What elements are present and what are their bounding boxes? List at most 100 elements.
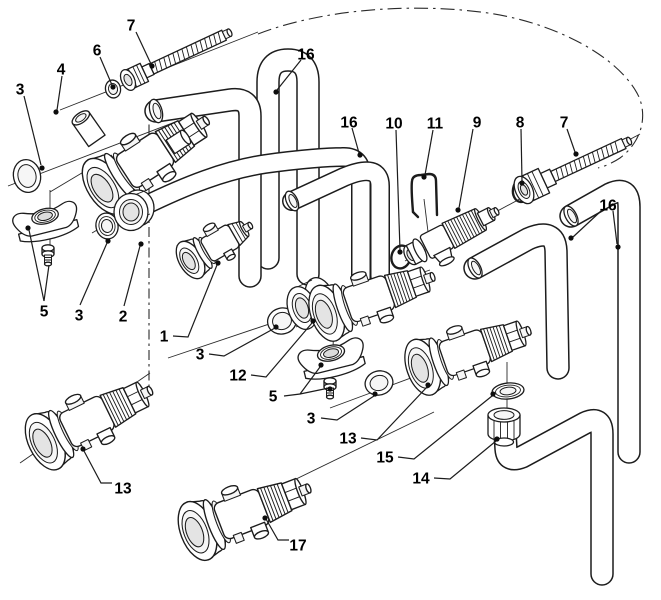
leader-dot xyxy=(53,109,59,115)
washer-15 xyxy=(491,382,525,400)
callout-3: 3 xyxy=(196,324,279,364)
leader-dot xyxy=(494,436,500,442)
callout-4: 4 xyxy=(53,62,66,115)
callout-7: 7 xyxy=(560,115,579,157)
part-number-label: 13 xyxy=(339,431,357,448)
callout-13: 13 xyxy=(80,446,132,498)
part-number-label: 12 xyxy=(229,368,246,385)
leader-dot xyxy=(273,324,279,330)
valve-1 xyxy=(175,220,254,280)
leader-line xyxy=(395,129,401,251)
part-number-label: 16 xyxy=(340,115,358,132)
part-number-label: 13 xyxy=(114,481,132,498)
callout-2: 2 xyxy=(119,241,144,326)
leader-line xyxy=(424,129,434,176)
callout-3: 3 xyxy=(75,238,111,325)
callout-12: 12 xyxy=(229,318,316,385)
leader-line xyxy=(123,245,141,307)
leader-line xyxy=(83,450,112,484)
part-number-label: 15 xyxy=(376,450,394,467)
part-number-label: 6 xyxy=(93,43,102,60)
leader-dot xyxy=(310,318,316,324)
part-number-label: 5 xyxy=(40,304,49,321)
leader-dot xyxy=(262,515,268,521)
spring-clip-11 xyxy=(410,172,439,219)
callout-3: 3 xyxy=(16,82,45,171)
callout-17: 17 xyxy=(262,515,307,555)
part-number-label: 9 xyxy=(473,115,482,132)
leader-dot xyxy=(138,241,144,247)
part-number-label: 17 xyxy=(289,538,306,555)
part-number-label: 5 xyxy=(269,389,278,406)
leader-line xyxy=(56,75,63,111)
part-number-label: 4 xyxy=(57,62,66,79)
leader-line xyxy=(43,264,50,302)
part-number-label: 2 xyxy=(119,309,128,326)
body-outline-ellipse xyxy=(257,7,644,169)
leader-line xyxy=(397,395,493,460)
leader-line xyxy=(99,56,113,86)
leader-dot xyxy=(327,386,333,392)
leader-line xyxy=(250,322,313,378)
leader-line xyxy=(265,518,289,541)
part-number-label: 11 xyxy=(427,116,444,133)
part-number-label: 3 xyxy=(307,411,316,428)
cap-nut-14 xyxy=(487,407,521,447)
leader-dot xyxy=(425,382,431,388)
part-number-label: 3 xyxy=(75,308,84,325)
leader-dot xyxy=(372,391,378,397)
leader-line xyxy=(135,31,152,65)
callout-5: 5 xyxy=(269,362,333,406)
leader-line xyxy=(458,128,474,209)
pipe-16-center-curved xyxy=(134,146,371,288)
valve-9 xyxy=(403,206,500,267)
leader-dot xyxy=(455,207,461,213)
leader-line xyxy=(23,95,42,166)
callout-13: 13 xyxy=(339,382,431,448)
part-number-label: 14 xyxy=(412,471,430,488)
hose-7-right xyxy=(513,136,633,205)
leader-line xyxy=(612,210,618,245)
valve-4-assembly xyxy=(71,92,226,223)
o-ring-3-top-left xyxy=(12,158,42,194)
union-nut-2 xyxy=(113,189,155,232)
leader-dot xyxy=(318,362,324,368)
screw-5-left xyxy=(41,244,55,267)
callout-3: 3 xyxy=(307,391,378,428)
callout-15: 15 xyxy=(376,391,496,467)
callout-14: 14 xyxy=(412,436,500,488)
leader-dot xyxy=(573,151,579,157)
leader-line xyxy=(172,264,218,338)
leader-line xyxy=(79,242,108,306)
leader-line xyxy=(520,128,523,182)
leader-line xyxy=(433,440,497,480)
leader-line xyxy=(28,229,45,302)
part-number-label: 10 xyxy=(385,116,402,133)
leader-line xyxy=(572,210,602,238)
pipe-16-left-arch xyxy=(256,48,320,286)
callout-16: 16 xyxy=(340,115,363,158)
callout-5: 5 xyxy=(25,225,50,321)
hose-7-top xyxy=(119,28,233,91)
leader-dot xyxy=(273,89,279,95)
callout-10: 10 xyxy=(385,116,403,255)
callout-11: 11 xyxy=(421,116,444,180)
part-number-label: 8 xyxy=(516,115,525,132)
leader-line xyxy=(299,387,330,395)
part-number-label: 16 xyxy=(297,47,315,64)
leader-line xyxy=(276,59,302,91)
leader-dot xyxy=(357,152,363,158)
callout-7: 7 xyxy=(127,18,155,69)
leader-dot xyxy=(519,180,525,186)
leader-line xyxy=(320,395,375,421)
callout-6: 6 xyxy=(93,43,116,90)
callout-16: 16 xyxy=(273,47,315,95)
part-number-label: 3 xyxy=(196,347,205,364)
pipe-16-center-open-end xyxy=(282,161,390,286)
leader-dot xyxy=(110,84,116,90)
part-number-label: 7 xyxy=(560,115,569,132)
pipe-16-left-open-end xyxy=(144,87,262,288)
